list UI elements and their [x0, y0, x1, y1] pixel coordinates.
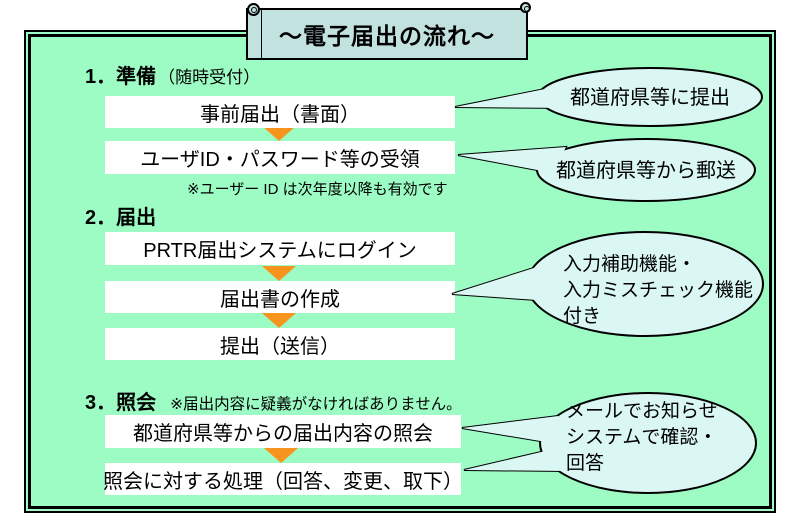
bubble-text-line: 入力補助機能・ [563, 254, 697, 275]
flow-box-label: PRTR届出システムにログイン [143, 240, 417, 262]
flow-box-label: 照会に対する処理（回答、変更、取下） [103, 470, 463, 493]
section-3-note: ※届出内容に疑義がなければありません。 [170, 396, 462, 413]
flow-box-receive-user-id: ユーザID・パスワード等の受領 [105, 141, 455, 174]
bubble-text-line: メールでお知らせ [566, 401, 718, 422]
arrow-down-icon [262, 126, 296, 141]
flow-box-advance-notification: 事前届出（書面） [105, 96, 455, 128]
flow-box-submit: 提出（送信） [105, 328, 455, 360]
section-1-header: 1．準備 （随時受付） [85, 60, 260, 89]
bubble-text-line: 回答 [566, 453, 605, 474]
page-title: ～電子届出の流れ～ [279, 23, 495, 49]
flow-box-label: 事前届出（書面） [200, 103, 360, 126]
section-3-header: 3．照会 ※届出内容に疑義がなければありません。 [85, 386, 462, 415]
arrow-down-icon [264, 448, 298, 463]
scroll-curl-left-icon [247, 3, 260, 16]
section-2-header: 2．届出 [85, 201, 156, 230]
flow-box-inquiry: 都道府県等からの届出内容の照会 [105, 415, 461, 448]
bubble-4-text: メールでお知らせ システムで確認・ 回答 [566, 399, 718, 477]
section-1-note: （随時受付） [158, 68, 261, 87]
bubble-text-line: 付き [563, 306, 602, 327]
bubble-1-text: 都道府県等に提出 [540, 85, 760, 111]
bubble-text-line: 都道府県等から郵送 [556, 160, 736, 182]
flow-box-label: 都道府県等からの届出内容の照会 [133, 423, 433, 445]
bubble-3-text: 入力補助機能・ 入力ミスチェック機能 付き [563, 252, 753, 330]
bubble-text-line: 入力ミスチェック機能 [563, 280, 754, 301]
banner-roll-edge [261, 10, 262, 58]
section-1-label: 1．準備 [85, 66, 157, 88]
flow-box-label: 提出（送信） [220, 335, 340, 358]
section-3-label: 3．照会 [85, 392, 157, 414]
flow-box-create-form: 届出書の作成 [105, 281, 455, 313]
bubble-text-line: 都道府県等に提出 [570, 87, 730, 109]
arrow-down-icon [262, 313, 296, 328]
arrow-down-icon [262, 266, 296, 281]
title-banner: ～電子届出の流れ～ [246, 2, 531, 60]
flow-box-label: ユーザID・パスワード等の受領 [140, 149, 420, 171]
section-1-footnote: ※ユーザー ID は次年度以降も有効です [187, 181, 448, 198]
flow-box-login: PRTR届出システムにログイン [105, 232, 455, 265]
scroll-curl-right-icon [520, 2, 531, 13]
bubble-text-line: システムで確認・ [566, 427, 718, 448]
section-2-label: 2．届出 [85, 207, 157, 229]
flow-box-label: 届出書の作成 [220, 288, 340, 311]
flow-box-inquiry-response: 照会に対する処理（回答、変更、取下） [103, 463, 463, 495]
bubble-2-text: 都道府県等から郵送 [536, 158, 756, 184]
